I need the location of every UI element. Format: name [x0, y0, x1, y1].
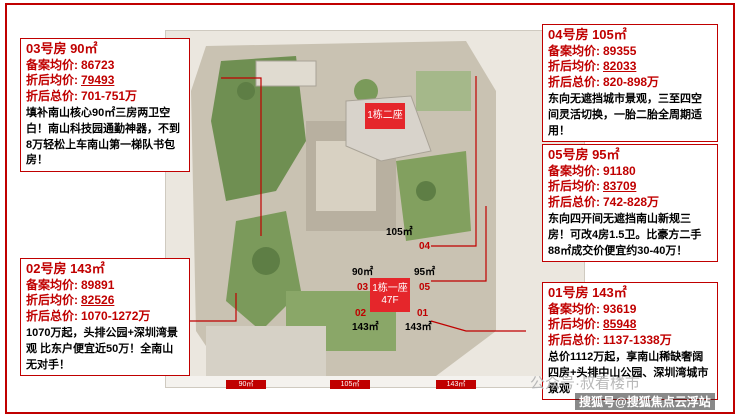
- unit-02-row-record: 备案均价:89891: [26, 277, 115, 292]
- site-plan: [165, 30, 585, 388]
- unit-01-area-label: 143㎡: [405, 322, 432, 333]
- unit-05-discount-price: 83709: [603, 179, 637, 194]
- unit-03-record-price: 86723: [81, 57, 115, 72]
- unit-03-total-price: 701-751万: [81, 89, 138, 104]
- unit-02-info-card: 02号房 143㎡ 备案均价:89891 折后均价:82526 折后总价:107…: [20, 258, 190, 377]
- unit-02-total-price: 1070-1272万: [81, 309, 151, 324]
- unit-05-row-record: 备案均价:91180: [548, 163, 636, 178]
- unit-02-title: 02号房 143㎡: [26, 261, 105, 276]
- legend-105: 105㎡: [330, 380, 370, 389]
- unit-01-row-total: 折后总价:1137-1338万: [548, 333, 672, 348]
- unit-04-description: 东向无遮挡城市景观，三至四空间灵活切换，一胎二胎全周期适用！: [548, 92, 702, 137]
- unit-02-description: 1070万起，头排公园+深圳湾景观 比东户便宜近50万！全南山无对手！: [26, 326, 178, 371]
- unit-03-discount-price: 79493: [81, 73, 115, 88]
- unit-03-description: 填补南山核心90㎡三房两卫空白！南山科技园通勤神器，不到8万轻松上车南山第一梯队…: [26, 106, 180, 167]
- watermark-source: 搜狐号@搜狐焦点云浮站: [575, 393, 715, 410]
- unit-01-number: 01: [417, 308, 429, 319]
- unit-04-number: 04: [419, 241, 431, 252]
- legend-143: 143㎡: [436, 380, 476, 389]
- building-1-floors: 47F: [381, 295, 399, 306]
- unit-04-title: 04号房 105㎡: [548, 27, 627, 42]
- watermark-faint: 公众号·叔看楼市: [530, 375, 640, 392]
- unit-01-info-card: 01号房 143㎡ 备案均价:93619 折后均价:85948 折后总价:113…: [542, 282, 718, 401]
- unit-05-row-total: 折后总价:742-828万: [548, 195, 660, 210]
- unit-04-discount-price: 82033: [603, 59, 637, 74]
- unit-05-info-card: 05号房 95㎡ 备案均价:91180 折后均价:83709 折后总价:742-…: [542, 144, 718, 263]
- unit-03-row-total: 折后总价:701-751万: [26, 89, 138, 104]
- unit-05-total-price: 742-828万: [603, 195, 660, 210]
- slide-frame: [5, 3, 735, 414]
- legend-90: 90㎡: [226, 380, 266, 389]
- unit-03-row-discount: 折后均价:79493: [26, 73, 115, 88]
- unit-01-description: 总价1112万起，享南山稀缺奢阔四房+头排中山公园、深圳湾城市景观: [548, 350, 709, 395]
- unit-02-row-discount: 折后均价:82526: [26, 293, 115, 308]
- unit-04-record-price: 89355: [603, 43, 637, 58]
- site-plan-drawing: [166, 31, 584, 387]
- unit-04-row-record: 备案均价:89355: [548, 43, 637, 58]
- unit-03-info-card: 03号房 90㎡ 备案均价:86723 折后均价:79493 折后总价:701-…: [20, 38, 190, 173]
- unit-02-number: 02: [355, 308, 367, 319]
- building-2-marker: 1栋二座: [365, 103, 405, 129]
- unit-02-record-price: 89891: [81, 277, 115, 292]
- unit-01-total-price: 1137-1338万: [603, 333, 672, 348]
- unit-02-row-total: 折后总价:1070-1272万: [26, 309, 151, 324]
- unit-01-title: 01号房 143㎡: [548, 285, 627, 300]
- unit-04-area-label: 105㎡: [386, 227, 413, 238]
- building-1-marker: 1栋一座 47F: [370, 278, 410, 312]
- building-1-label: 1栋一座: [372, 282, 408, 294]
- unit-05-row-discount: 折后均价:83709: [548, 179, 637, 194]
- unit-05-area-label: 95㎡: [414, 267, 436, 278]
- unit-01-discount-price: 85948: [603, 317, 637, 332]
- unit-05-number: 05: [419, 282, 431, 293]
- unit-03-number: 03: [357, 282, 369, 293]
- unit-03-row-record: 备案均价:86723: [26, 57, 115, 72]
- unit-04-row-discount: 折后均价:82033: [548, 59, 637, 74]
- unit-02-discount-price: 82526: [81, 293, 115, 308]
- unit-04-total-price: 820-898万: [603, 75, 660, 90]
- unit-05-title: 05号房 95㎡: [548, 147, 620, 162]
- unit-05-record-price: 91180: [603, 163, 636, 178]
- unit-04-info-card: 04号房 105㎡ 备案均价:89355 折后均价:82033 折后总价:820…: [542, 24, 718, 143]
- unit-03-title: 03号房 90㎡: [26, 41, 98, 56]
- building-2-label: 1栋二座: [367, 109, 403, 121]
- unit-01-row-record: 备案均价:93619: [548, 301, 637, 316]
- unit-04-row-total: 折后总价:820-898万: [548, 75, 660, 90]
- unit-02-area-label: 143㎡: [352, 322, 379, 333]
- unit-05-description: 东向四开间无遮挡南山新规三房！可改4房1.5卫。比豪方二手88㎡成交价便宜约30…: [548, 212, 702, 257]
- unit-01-row-discount: 折后均价:85948: [548, 317, 637, 332]
- unit-01-record-price: 93619: [603, 301, 637, 316]
- unit-03-area-label: 90㎡: [352, 267, 374, 278]
